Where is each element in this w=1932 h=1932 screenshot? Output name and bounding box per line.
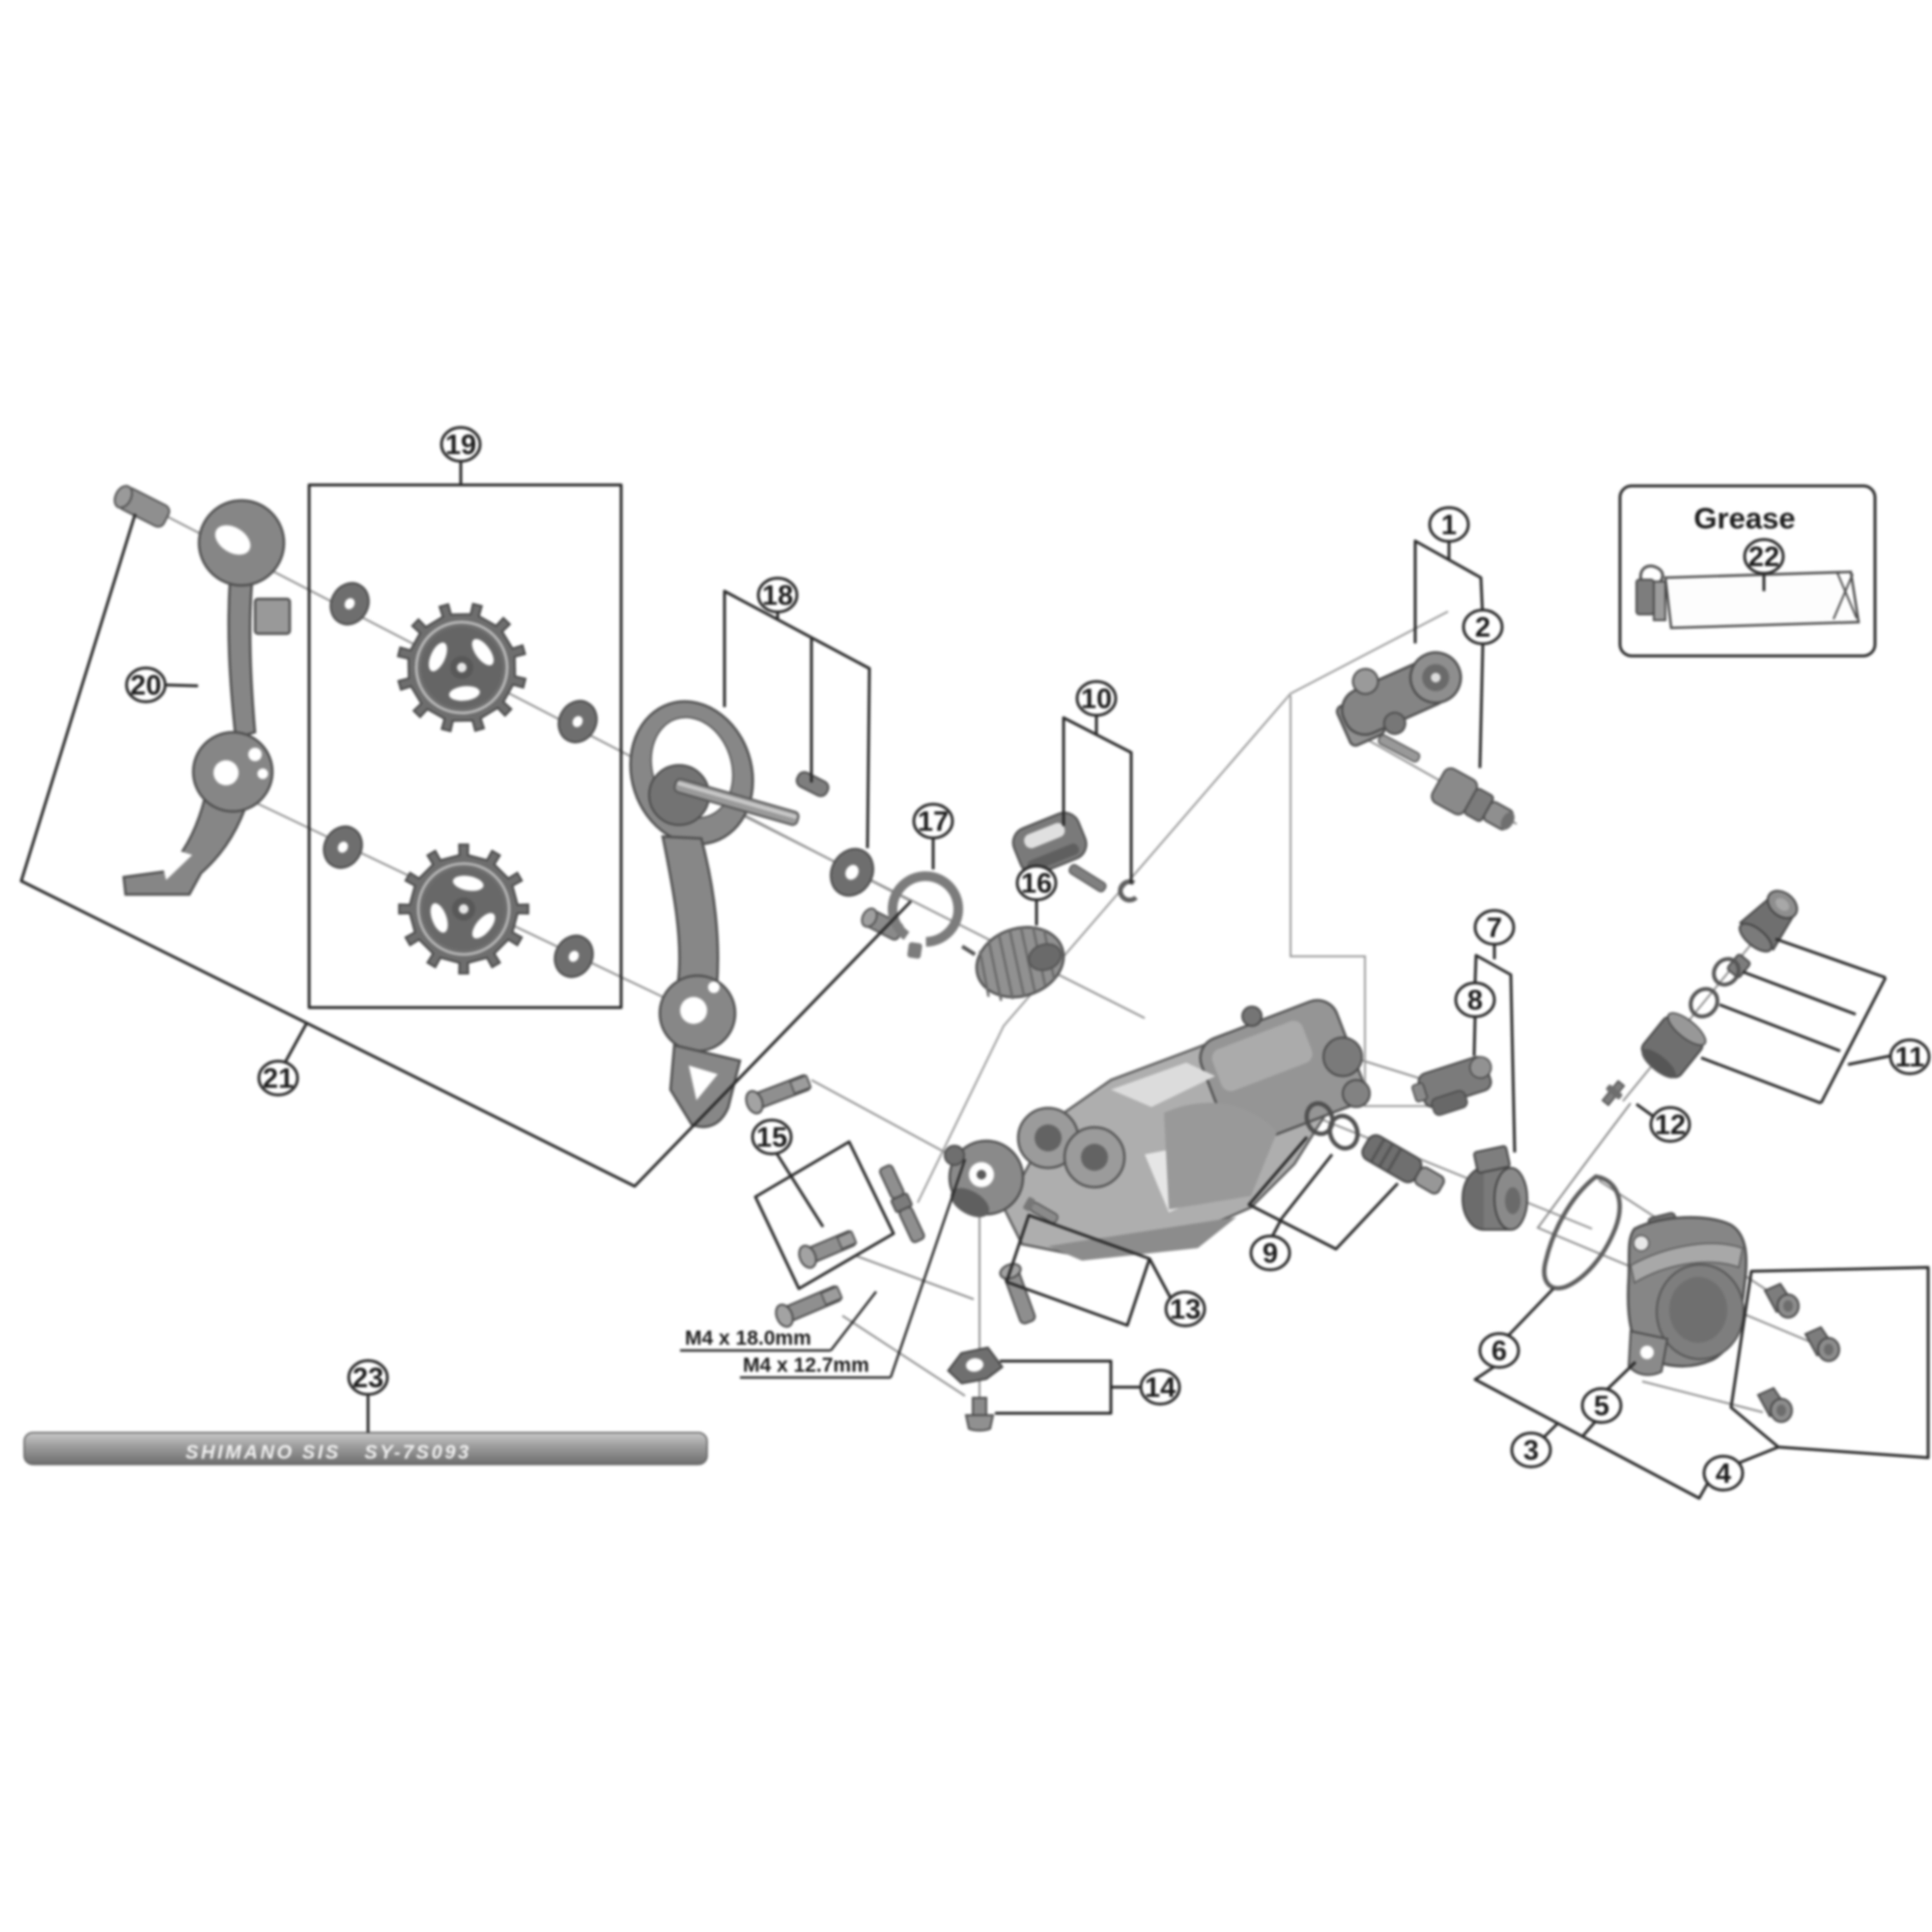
svg-text:7: 7	[1487, 913, 1502, 944]
svg-text:21: 21	[263, 1064, 294, 1094]
svg-text:9: 9	[1263, 1238, 1278, 1269]
svg-text:10: 10	[1081, 684, 1112, 715]
svg-text:17: 17	[918, 807, 949, 838]
svg-text:1: 1	[1441, 510, 1457, 541]
svg-text:16: 16	[1021, 868, 1052, 899]
svg-text:Grease: Grease	[1693, 501, 1795, 535]
svg-text:18: 18	[762, 581, 793, 611]
svg-text:11: 11	[1895, 1042, 1925, 1073]
svg-text:M4 x 18.0mm: M4 x 18.0mm	[685, 1327, 811, 1350]
svg-text:12: 12	[1655, 1110, 1686, 1141]
svg-text:23: 23	[353, 1363, 384, 1394]
svg-text:2: 2	[1475, 612, 1491, 643]
svg-text:19: 19	[445, 430, 476, 461]
svg-text:5: 5	[1594, 1391, 1609, 1422]
svg-text:6: 6	[1492, 1336, 1507, 1367]
svg-text:3: 3	[1523, 1435, 1539, 1466]
svg-text:14: 14	[1145, 1373, 1176, 1404]
svg-text:15: 15	[756, 1122, 787, 1153]
svg-text:20: 20	[130, 670, 161, 701]
svg-text:M4 x 12.7mm: M4 x 12.7mm	[743, 1354, 869, 1377]
svg-text:22: 22	[1748, 542, 1779, 573]
svg-text:8: 8	[1467, 985, 1483, 1016]
svg-text:SHIMANO SIS SY-7S093: SHIMANO SIS SY-7S093	[185, 1442, 471, 1463]
svg-text:13: 13	[1170, 1294, 1201, 1325]
svg-text:4: 4	[1716, 1459, 1731, 1490]
